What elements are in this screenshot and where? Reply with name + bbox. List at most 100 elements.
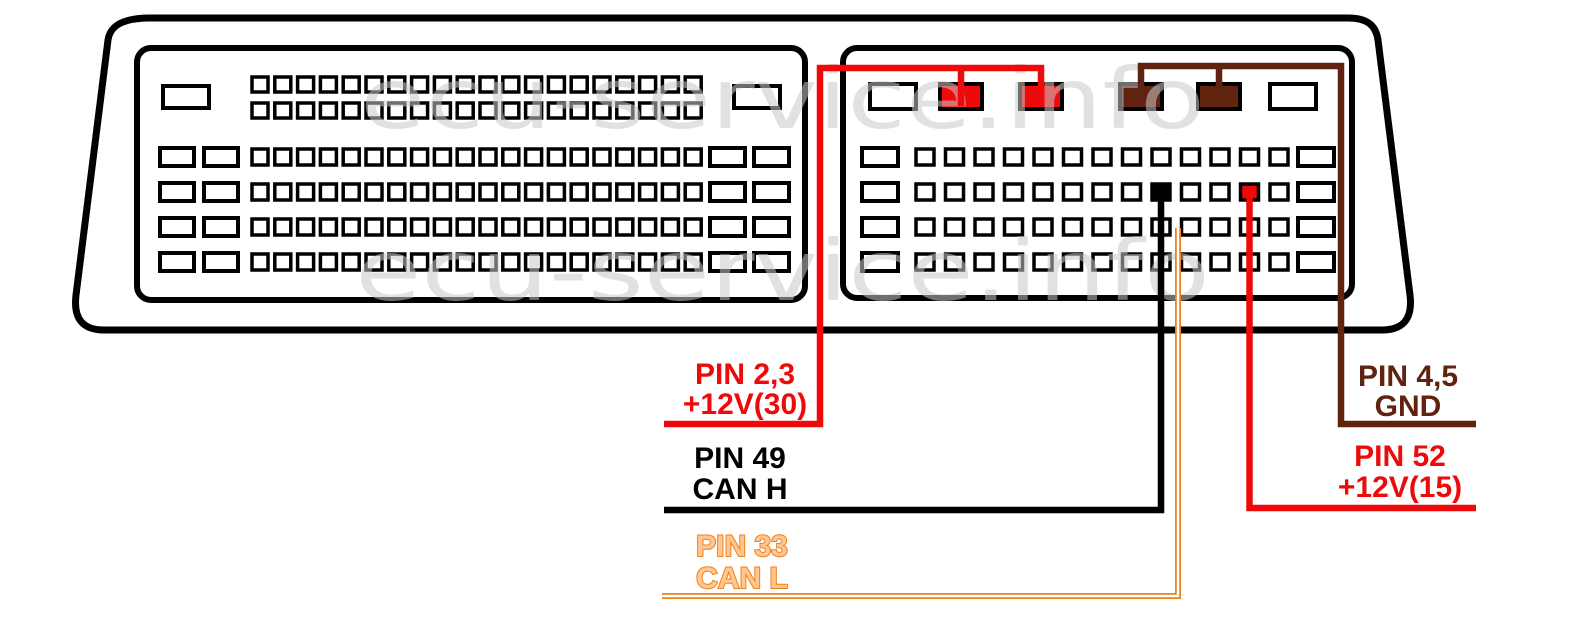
pin bbox=[569, 147, 589, 167]
pin bbox=[478, 75, 498, 94]
pin bbox=[295, 182, 316, 202]
pin bbox=[1268, 147, 1290, 167]
pin bbox=[943, 217, 966, 237]
pin bbox=[615, 101, 635, 120]
pin-wide bbox=[1268, 82, 1318, 111]
pin bbox=[273, 217, 293, 237]
wire-pin49-can-h bbox=[664, 192, 1165, 514]
pin bbox=[432, 182, 453, 202]
pin bbox=[660, 182, 681, 202]
pin bbox=[637, 182, 658, 202]
pin-wide bbox=[752, 146, 791, 168]
pin bbox=[615, 182, 635, 202]
pin bbox=[273, 252, 293, 272]
pin bbox=[455, 147, 475, 167]
pin bbox=[637, 252, 658, 272]
label-pin33-line2: CAN L bbox=[696, 562, 788, 595]
pin bbox=[546, 182, 567, 202]
pin bbox=[1032, 217, 1054, 237]
pin bbox=[943, 252, 966, 272]
pin bbox=[683, 217, 703, 237]
pin bbox=[523, 182, 544, 202]
pin bbox=[501, 252, 521, 272]
pin bbox=[973, 182, 995, 202]
pin bbox=[914, 252, 936, 272]
pin bbox=[387, 252, 407, 272]
pin bbox=[409, 75, 430, 94]
pin bbox=[478, 217, 498, 237]
pin-wide bbox=[860, 146, 900, 168]
pin bbox=[273, 182, 293, 202]
pin bbox=[273, 75, 293, 94]
pin bbox=[501, 217, 521, 237]
wire-pin52-plus12v15 bbox=[1246, 192, 1476, 512]
pin bbox=[273, 101, 293, 120]
pin bbox=[295, 217, 316, 237]
pin bbox=[1179, 182, 1202, 202]
pin bbox=[637, 101, 658, 120]
pin bbox=[914, 217, 936, 237]
pin bbox=[1179, 217, 1202, 237]
pin bbox=[364, 252, 384, 272]
pin bbox=[295, 147, 316, 167]
pin bbox=[432, 75, 453, 94]
pin bbox=[683, 101, 703, 120]
pin bbox=[1120, 252, 1143, 272]
pin bbox=[364, 147, 384, 167]
pin-wide bbox=[158, 216, 196, 238]
pin-wide bbox=[860, 216, 900, 238]
pin bbox=[1150, 147, 1172, 167]
pin bbox=[432, 101, 453, 120]
pin bbox=[1209, 147, 1231, 167]
pin bbox=[409, 182, 430, 202]
pin-wide bbox=[202, 181, 240, 203]
pin bbox=[1061, 252, 1084, 272]
pin-wide bbox=[752, 251, 791, 273]
pin bbox=[455, 75, 475, 94]
pin-wide bbox=[1296, 216, 1336, 238]
pin bbox=[523, 252, 544, 272]
pin bbox=[409, 101, 430, 120]
pin bbox=[318, 182, 339, 202]
pin bbox=[364, 217, 384, 237]
pin bbox=[1268, 252, 1290, 272]
pin-wide bbox=[161, 84, 211, 110]
pin bbox=[501, 101, 521, 120]
pin bbox=[569, 182, 589, 202]
wire-pin33-can-l-core bbox=[662, 228, 1180, 598]
pin bbox=[1091, 182, 1113, 202]
pin bbox=[432, 217, 453, 237]
pin bbox=[1002, 217, 1025, 237]
pin bbox=[523, 147, 544, 167]
pin bbox=[250, 217, 270, 237]
label-pin33-line1: PIN 33 bbox=[696, 530, 788, 563]
pin bbox=[973, 252, 995, 272]
pin bbox=[1002, 182, 1025, 202]
pin bbox=[523, 101, 544, 120]
wire-pin23-plus12v30 bbox=[664, 64, 1045, 428]
pin bbox=[501, 75, 521, 94]
pin bbox=[1238, 147, 1261, 167]
pin bbox=[295, 101, 316, 120]
pin bbox=[1209, 252, 1231, 272]
pin bbox=[1032, 252, 1054, 272]
pin bbox=[1120, 147, 1143, 167]
pin bbox=[660, 75, 681, 94]
pin bbox=[250, 147, 270, 167]
pin bbox=[478, 182, 498, 202]
pin bbox=[683, 252, 703, 272]
pin bbox=[273, 147, 293, 167]
pin-wide bbox=[708, 216, 747, 238]
pin bbox=[387, 147, 407, 167]
pin bbox=[341, 75, 361, 94]
pin bbox=[318, 75, 339, 94]
pin bbox=[478, 101, 498, 120]
pin-wide bbox=[158, 146, 196, 168]
pin-wide bbox=[708, 146, 747, 168]
pin bbox=[501, 182, 521, 202]
pin bbox=[341, 182, 361, 202]
pin bbox=[250, 101, 270, 120]
pin bbox=[683, 75, 703, 94]
